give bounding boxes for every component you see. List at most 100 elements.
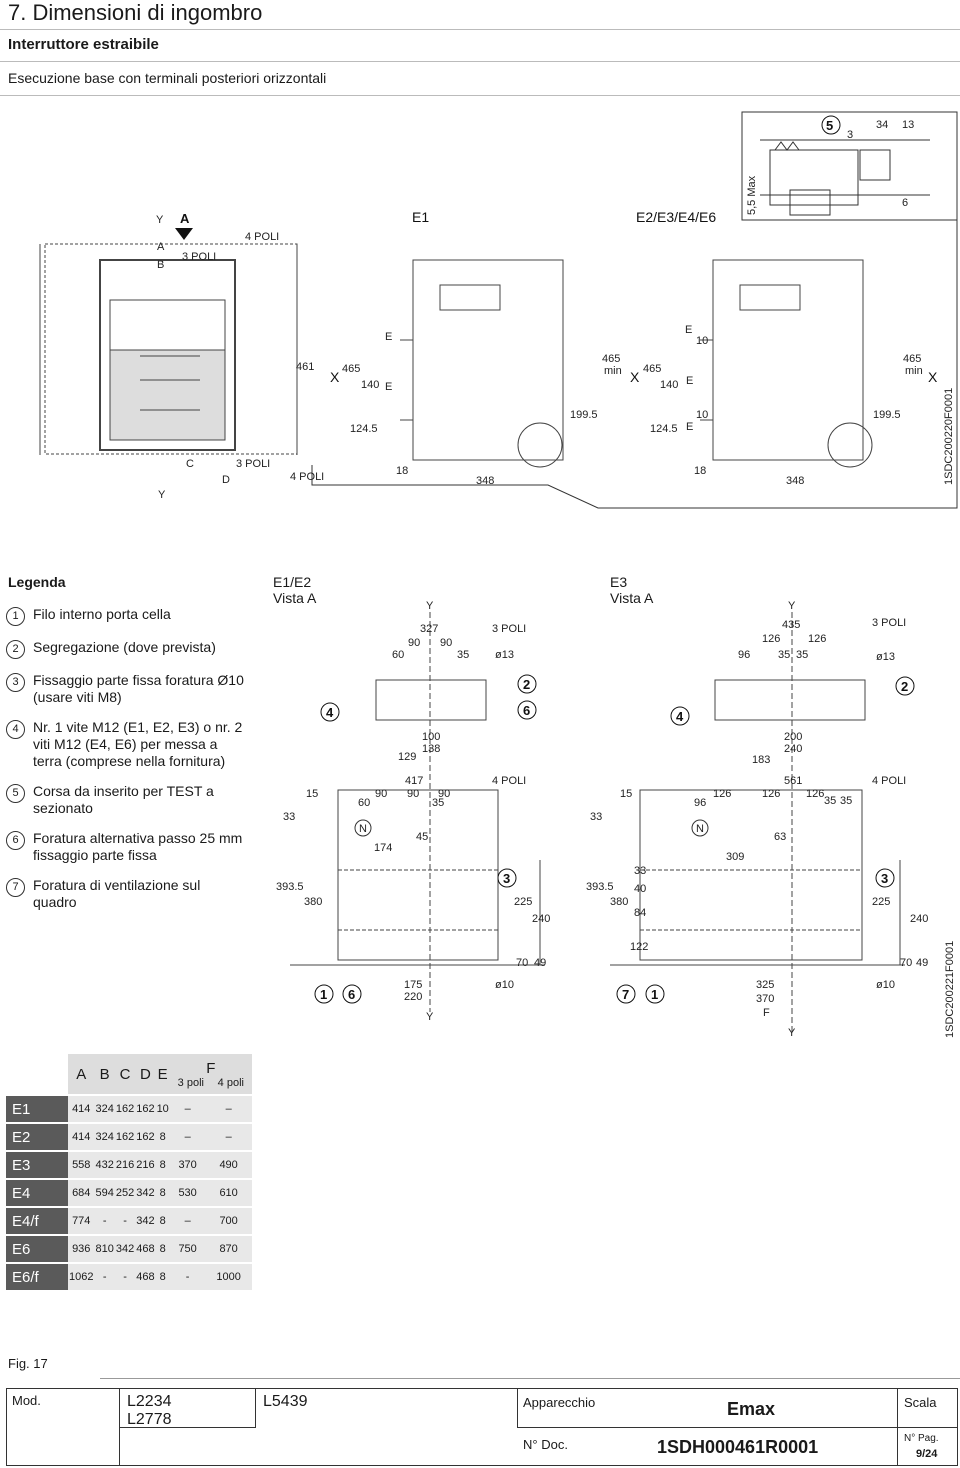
v2-dim-35c: 35 — [824, 795, 836, 807]
figure-divider — [100, 1378, 960, 1379]
table-cell: 1062 — [68, 1264, 95, 1290]
table-cell: - — [114, 1208, 136, 1234]
view2-sub: Vista A — [610, 590, 654, 606]
dim-199-5-b: 199.5 — [873, 409, 901, 421]
doc-label: N° Doc. — [523, 1437, 568, 1452]
dim-465-min-b: 465 — [903, 353, 921, 365]
row-label: E4 — [6, 1180, 68, 1206]
label-e-1b: E — [385, 381, 392, 393]
v1-dim-35: 35 — [457, 649, 469, 661]
v1-dim-90e: 90 — [438, 788, 450, 800]
dim-140-a: 140 — [361, 379, 379, 391]
label-3-poli: 3 POLI — [182, 251, 216, 263]
label-y-bottom: Y — [158, 489, 166, 501]
legend-number: 6 — [6, 831, 25, 850]
legend-text: Segregazione (dove prevista) — [33, 639, 216, 655]
table-cell: – — [205, 1124, 252, 1150]
v1-dim-90c: 90 — [375, 788, 387, 800]
v2-3-poli: 3 POLI — [872, 617, 906, 629]
dim-10-b: 10 — [696, 409, 708, 421]
col-e: E — [155, 1054, 170, 1094]
v2-dim-225: 225 — [872, 896, 890, 908]
apparecchio-cell: Apparecchio Emax — [517, 1389, 897, 1428]
table-cell: 342 — [135, 1180, 156, 1206]
legend-text: Foratura di ventilazione sul quadro — [33, 877, 201, 910]
view1-title: E1/E2 Vista A — [273, 574, 316, 606]
view1-sub: Vista A — [273, 590, 317, 606]
v1-dim-138: 138 — [422, 743, 440, 755]
v1-neutral: N — [359, 823, 367, 835]
page-title: 7. Dimensioni di ingombro — [8, 0, 263, 25]
v2-phi10: ø10 — [876, 979, 895, 991]
col-f-subheaders: 3 poli 4 poli — [171, 1077, 251, 1089]
col-b: B — [94, 1054, 115, 1094]
table-cell: 558 — [68, 1152, 95, 1178]
v2-dim-63: 63 — [774, 831, 786, 843]
col-f-4poli: 4 poli — [217, 1076, 244, 1089]
label-e-2a: E — [685, 324, 692, 336]
dim-199-5-a: 199.5 — [570, 409, 598, 421]
dim-124-5-a: 124.5 — [350, 423, 378, 435]
v2-dim-126a: 126 — [762, 633, 780, 645]
top-technical-drawing: 5 3 34 13 6 5,5 Max Y A A B 3 POLI 4 POL… — [39, 111, 958, 509]
legend-text: Foratura alternativa passo 25 mm fissagg… — [33, 830, 243, 863]
v2-dim-70: 70 — [900, 957, 912, 969]
dim-140-b: 140 — [660, 379, 678, 391]
legend-title: Legenda — [8, 574, 66, 590]
label-4-poli-bottom: 4 POLI — [290, 471, 324, 483]
table-cell: - — [94, 1208, 115, 1234]
doc-value: 1SDH000461R0001 — [657, 1437, 819, 1457]
pag-value: 9/24 — [916, 1448, 938, 1460]
col-f: F 3 poli 4 poli — [169, 1054, 252, 1094]
v2-callout-3: 3 — [881, 871, 888, 886]
dim-348-b: 348 — [786, 475, 804, 487]
label-a-arrow: A — [180, 211, 190, 226]
table-cell: 1000 — [205, 1264, 252, 1290]
table-cell: - — [169, 1264, 206, 1290]
dim-465-a: 465 — [342, 363, 360, 375]
row-label: E6 — [6, 1236, 68, 1262]
v1-dim-174: 174 — [374, 842, 392, 854]
legend-text: Corsa da inserito per TEST a sezionato — [33, 783, 214, 816]
table-cell: – — [205, 1096, 252, 1122]
dim-34: 34 — [876, 119, 888, 131]
v2-4-poli: 4 POLI — [872, 775, 906, 787]
table-cell: 162 — [135, 1124, 156, 1150]
section-description: Esecuzione base con terminali posteriori… — [8, 70, 327, 86]
dim-348-a: 348 — [476, 475, 494, 487]
v1-callout-3: 3 — [503, 871, 510, 886]
v1-dim-60b: 60 — [358, 797, 370, 809]
v2-dim-435: 435 — [782, 619, 800, 631]
v2-label-f: F — [763, 1007, 770, 1019]
v2-phi13: ø13 — [876, 651, 895, 663]
v2-dim-380: 380 — [610, 896, 628, 908]
figure-label: Fig. 17 — [8, 1356, 48, 1371]
v1-dim-35b: 35 — [432, 797, 444, 809]
dim-6: 6 — [902, 197, 908, 209]
legend-text: Fissaggio parte fissa foratura Ø10 (usar… — [33, 672, 244, 705]
mod-cell: Mod. — [7, 1389, 120, 1465]
table-cell: - — [114, 1264, 136, 1290]
table-cell: 468 — [135, 1236, 156, 1262]
table-cell: 870 — [205, 1236, 252, 1262]
dim-13: 13 — [902, 119, 914, 131]
subtitle-divider — [0, 61, 960, 62]
v1-dim-49: 49 — [534, 957, 546, 969]
description-divider — [0, 95, 960, 96]
view2-name: E3 — [610, 574, 628, 590]
v2-dim-49: 49 — [916, 957, 928, 969]
row-label: E6/f — [6, 1264, 68, 1290]
table-cell: 594 — [94, 1180, 115, 1206]
table-cell: 8 — [155, 1236, 170, 1262]
pag-cell: N° Pag. 9/24 — [897, 1427, 958, 1465]
v1-callout-6: 6 — [523, 703, 530, 718]
legend-item: 6 Foratura alternativa passo 25 mm fissag… — [6, 830, 244, 864]
table-cell: 162 — [114, 1096, 136, 1122]
table-corner — [6, 1054, 68, 1094]
table-cell: 490 — [205, 1152, 252, 1178]
label-x-1: X — [330, 369, 340, 385]
v2-dim-126b: 126 — [808, 633, 826, 645]
